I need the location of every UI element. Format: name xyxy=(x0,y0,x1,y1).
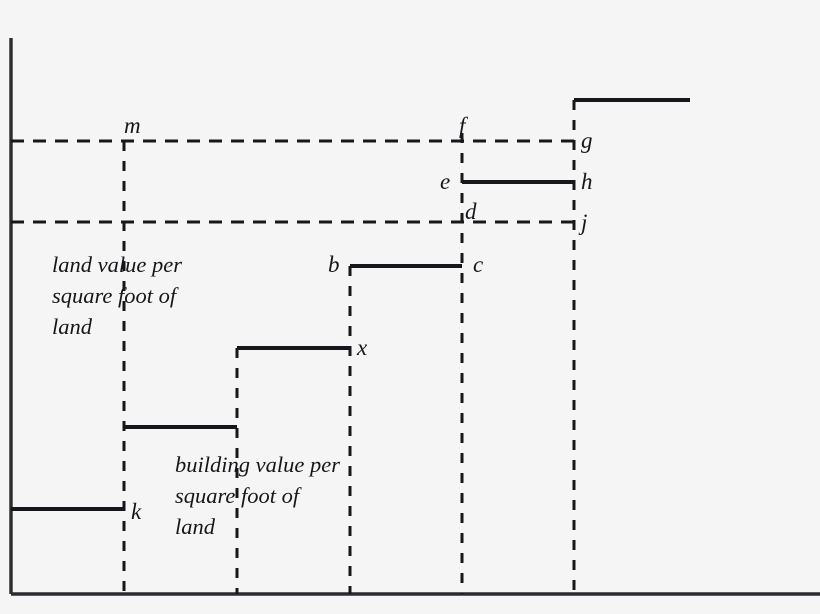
point-label-b: b xyxy=(328,252,340,277)
point-label-h: h xyxy=(581,169,593,194)
building-value-caption-line-1: building value per xyxy=(175,452,340,477)
land-value-caption-line-3: land xyxy=(52,314,93,339)
point-label-g: g xyxy=(581,128,593,153)
point-label-c: c xyxy=(473,252,483,277)
land-value-caption-line-2: square foot of xyxy=(52,283,179,308)
point-label-f: f xyxy=(459,113,469,138)
point-label-m: m xyxy=(124,113,141,138)
building-value-caption-line-3: land xyxy=(175,514,216,539)
horizontal-reference-lines xyxy=(11,139,574,224)
axes xyxy=(9,38,820,596)
point-label-x: x xyxy=(356,335,368,360)
point-label-k: k xyxy=(131,499,142,524)
point-labels: m f g e h d j b c x k xyxy=(124,113,593,524)
building-value-caption-line-2: square foot of xyxy=(175,483,302,508)
point-label-e: e xyxy=(440,169,450,194)
point-label-d: d xyxy=(465,199,477,224)
point-label-j: j xyxy=(578,210,587,235)
land-value-caption: land value per square foot of land xyxy=(52,252,182,339)
step-segments xyxy=(11,98,690,511)
building-value-caption: building value per square foot of land xyxy=(175,452,340,539)
land-value-caption-line-1: land value per xyxy=(52,252,182,277)
